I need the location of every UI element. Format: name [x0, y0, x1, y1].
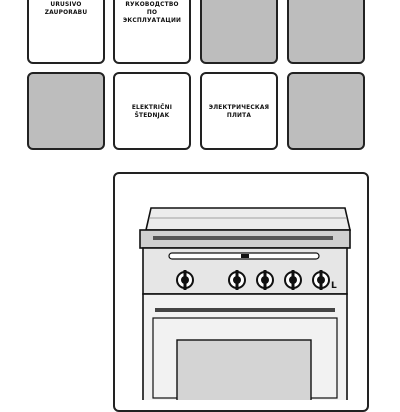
oven-door-handle: [155, 308, 335, 312]
tile-blank: [200, 0, 278, 64]
tile-blank: [287, 72, 365, 150]
tile-label: URUSIVO ZAUPORABU: [44, 0, 88, 16]
knob-grip: [263, 270, 267, 290]
knob-grip: [183, 270, 187, 290]
tile-label: ELEKTRIČNI ŠTEDNJAK: [131, 103, 173, 119]
knob-grip: [235, 270, 239, 290]
oven-window: [176, 339, 312, 400]
electric-cooker-icon: L: [139, 207, 352, 400]
tile-usage-manual-hr: URUSIVO ZAUPORABU: [27, 0, 105, 64]
knob-grip: [319, 270, 323, 290]
cooker-knobs: [176, 270, 330, 290]
tile-electric-stove-ru: ЭЛЕКТРИЧЕСКАЯ ПЛИТА: [200, 72, 278, 150]
hob-edge: [153, 236, 333, 240]
panel-mark: L: [331, 281, 337, 291]
indicator-light: [241, 254, 249, 258]
tile-electric-stove-hr: ELEKTRIČNI ŠTEDNJAK: [113, 72, 191, 150]
tile-blank: [287, 0, 365, 64]
tile-label: ЭЛЕКТРИЧЕСКАЯ ПЛИТА: [208, 103, 270, 119]
tile-blank: [27, 72, 105, 150]
cooker-lid: [144, 207, 352, 231]
tile-label: RУКОВОДСТВО ПО ЭКСПЛУАТАЦИИ: [122, 0, 182, 24]
tile-usage-manual-ru: RУКОВОДСТВО ПО ЭКСПЛУАТАЦИИ: [113, 0, 191, 64]
knob-grip: [291, 270, 295, 290]
